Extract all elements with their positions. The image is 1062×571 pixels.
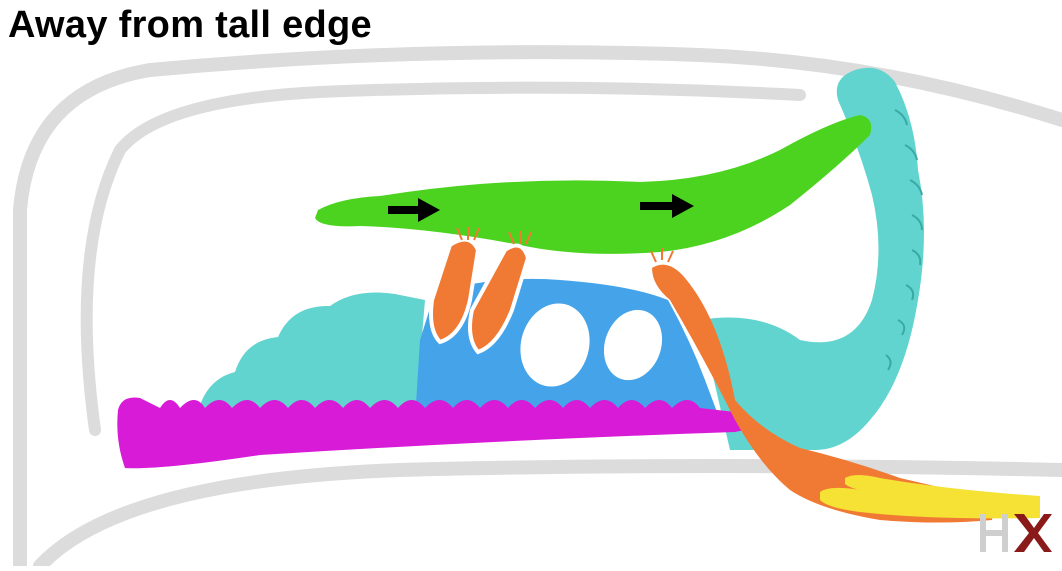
nerve-fiber-2: [845, 475, 1040, 506]
right-arrow-icon: [388, 198, 440, 222]
nerve-fibers: [820, 475, 1040, 519]
limbus-scallops: [885, 109, 923, 371]
tunnel-of-corti-1: [520, 303, 590, 387]
hair-cell-2: [468, 243, 531, 355]
hair-cell-1: [429, 237, 481, 345]
tunnel-of-corti-2: [603, 309, 663, 381]
outline-inner: [80, 81, 806, 436]
hx-logo-icon: [980, 514, 1052, 552]
spiral-limbus: [700, 67, 924, 450]
tectorial-membrane: [315, 115, 872, 254]
epithelium-left: [200, 292, 425, 420]
right-arrow-icon: [640, 194, 694, 218]
diagram-title: Away from tall edge: [8, 4, 372, 46]
stereocilia: [456, 227, 674, 263]
basilar-membrane: [117, 397, 747, 469]
nerve-fiber-1: [820, 487, 1040, 519]
